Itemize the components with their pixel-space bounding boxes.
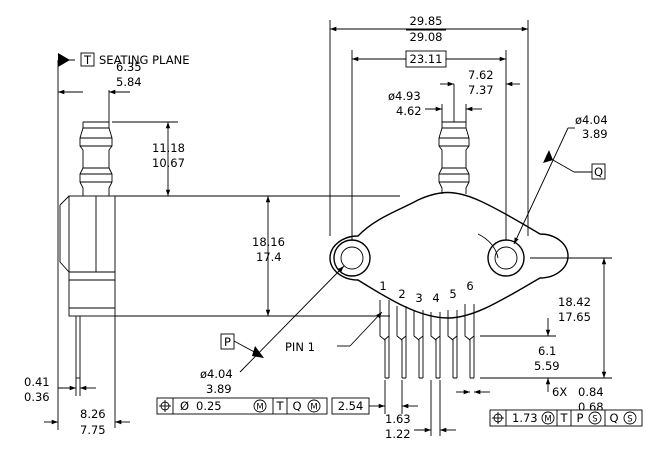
lead-width-count: 6X	[552, 385, 567, 399]
lead-pitch-max: 1.63	[385, 412, 411, 426]
port-width-min: 5.84	[116, 75, 142, 89]
pin-number: 3	[415, 291, 422, 305]
lead-pin	[396, 306, 407, 379]
hole-spacing-basic: 23.11	[410, 52, 443, 66]
port-diameter-max: ø4.93	[388, 89, 421, 103]
pin-number: 4	[432, 291, 439, 305]
seating-plane-callout: T SEATING PLANE	[57, 52, 189, 430]
left-hole-diameter-max: ø4.04	[200, 367, 233, 381]
side-view: 6.35 5.84 11.18 10.67 0.41 0.36 8.26 7.7…	[24, 60, 185, 437]
fcf-right-datum-q: Q	[609, 411, 618, 425]
lead-thickness-min: 0.36	[24, 390, 50, 404]
right-hole-diameter-min: 3.89	[582, 127, 608, 141]
lead-pin	[447, 310, 458, 379]
right-mounting-hole	[487, 239, 525, 277]
left-hole-diameter-min: 3.89	[206, 382, 232, 396]
datum-p-label: P	[224, 335, 231, 349]
overall-width-min: 29.08	[410, 30, 443, 44]
fcf-left-datum-q: Q	[292, 399, 301, 413]
pin1-label: PIN 1	[285, 340, 315, 354]
lead-length-min: 17.65	[558, 310, 591, 324]
package-body-outline	[329, 191, 569, 319]
lead-thickness-max: 0.41	[24, 375, 50, 389]
feature-control-frame-right: 1.73 M T P S Q S	[489, 409, 643, 427]
fcf-left-modifier: M	[256, 403, 263, 413]
lead-shoulder-min: 5.59	[534, 359, 560, 373]
fcf-right-datum-p: P	[577, 411, 584, 425]
pitch-basic: 2.54	[338, 399, 364, 413]
overall-width-max: 29.85	[410, 14, 443, 28]
front-view: 1 2 3 4 5 6 PIN 1	[285, 121, 569, 379]
pressure-port	[438, 121, 470, 194]
datum-q-label: Q	[594, 165, 603, 179]
fcf-right-p-modifier: S	[592, 415, 597, 425]
body-width-min: 7.75	[80, 423, 106, 437]
pin-number: 5	[449, 287, 456, 301]
fcf-left-datum-t: T	[275, 399, 284, 413]
lead-length-max: 18.42	[558, 295, 591, 309]
fcf-left-tolerance: 0.25	[196, 399, 222, 413]
lead-pins	[379, 300, 475, 379]
lead-pin	[379, 300, 390, 379]
feature-control-frame-left: Ø 0.25 M T Q M	[156, 397, 328, 415]
fcf-left-datum-modifier: M	[310, 403, 317, 413]
fcf-right-modifier: M	[544, 415, 551, 425]
body-height-min: 17.4	[256, 250, 282, 264]
body-width-max: 8.26	[80, 407, 106, 421]
fcf-right-datum-t: T	[559, 411, 568, 425]
port-offset-min: 7.37	[468, 83, 494, 97]
port-height-max: 11.18	[152, 141, 185, 155]
lead-pin	[413, 310, 424, 379]
seating-plane-label: SEATING PLANE	[99, 53, 189, 67]
lead-shoulder-max: 6.1	[538, 344, 556, 358]
fcf-right-tolerance: 1.73	[512, 411, 538, 425]
port-width-max: 6.35	[116, 60, 142, 74]
body-height-max: 18.16	[252, 235, 285, 249]
pin-number: 6	[466, 279, 473, 293]
lead-pin	[464, 304, 475, 379]
port-offset-max: 7.62	[468, 68, 494, 82]
lead-pin	[430, 312, 441, 379]
fcf-left-dia: Ø	[180, 399, 189, 413]
port-diameter-min: 4.62	[396, 104, 422, 118]
right-hole-diameter-max: ø4.04	[575, 113, 608, 127]
datum-t-label: T	[83, 53, 92, 67]
port-height-min: 10.67	[152, 156, 185, 170]
fcf-right-q-modifier: S	[627, 415, 632, 425]
pin-number: 2	[398, 287, 405, 301]
pin-number: 1	[379, 279, 386, 293]
lead-width-max: 0.84	[578, 385, 604, 399]
front-dimensions: 29.85 29.08 23.11 7.62 7.37 ø4.93 4.62 ø…	[200, 14, 612, 441]
lead-pitch-min: 1.22	[385, 427, 411, 441]
